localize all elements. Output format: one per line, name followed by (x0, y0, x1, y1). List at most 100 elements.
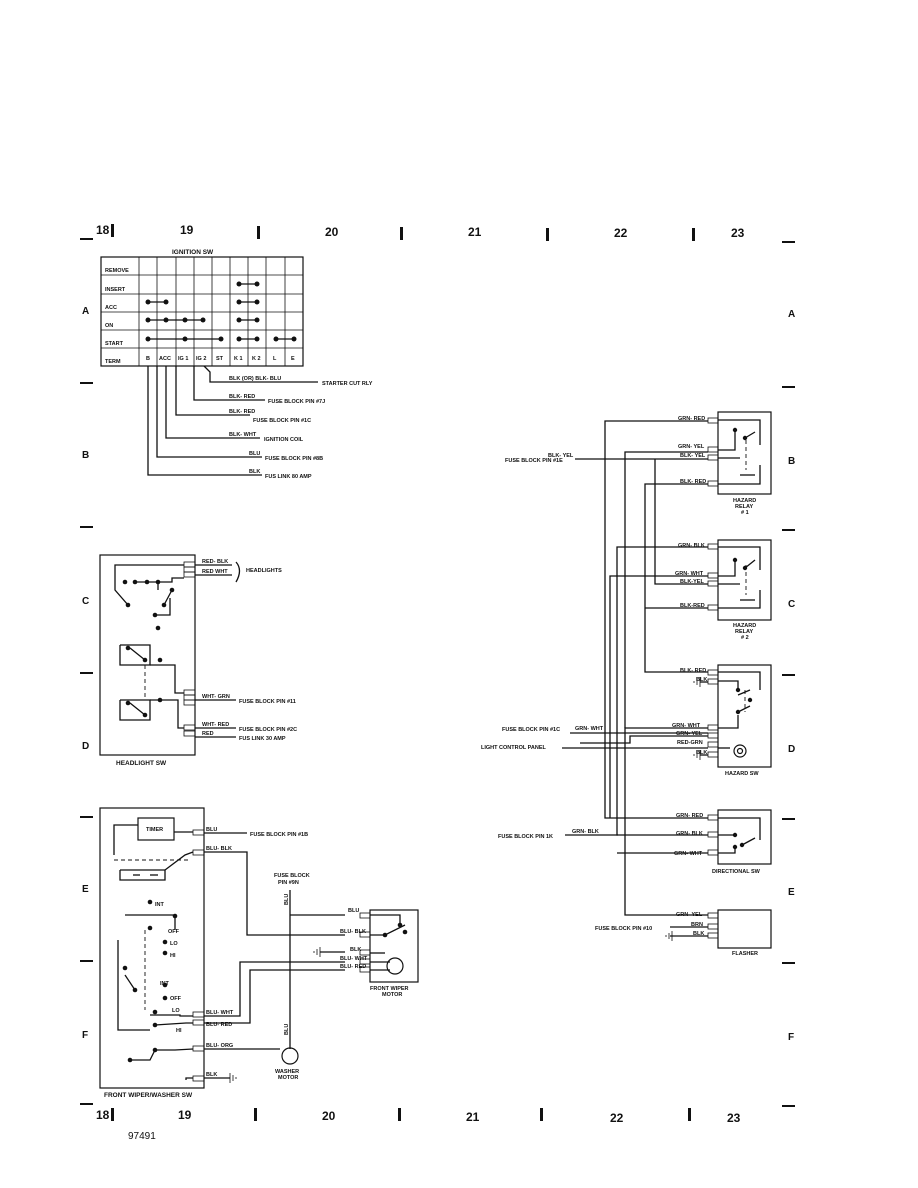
flasher-wire-1: GRN- YEL (676, 912, 703, 918)
wiper-pos-int-lower: INT (160, 981, 170, 987)
hsw-wire-4: GRN- YEL (676, 731, 703, 737)
ignition-switch-title: IGNITION SW (172, 249, 214, 256)
col-top-20: 20 (325, 225, 339, 239)
dsw-fuse-label: FUSE BLOCK PIN 1K (498, 834, 553, 840)
motor-wire-5: BLU- RED (340, 964, 366, 970)
hr1-fuse-label: FUSE BLOCK PIN #1E (505, 458, 563, 464)
term-e: E (291, 356, 295, 362)
motor-wire-3: BLK (350, 947, 361, 953)
col-top-22: 22 (614, 226, 628, 240)
directional-switch: GRN- RED GRN- BLK GRN- WHT GRN- BLK FUSE… (498, 809, 772, 875)
row-markers-right: A B C D E F (782, 241, 795, 1107)
ign-wire-5-color: BLU (249, 451, 260, 457)
col-top-18: 18 (96, 223, 110, 237)
ign-wire-3-dest: FUSE BLOCK PIN #1C (253, 418, 311, 424)
ign-wire-3-color: BLK- RED (229, 409, 255, 415)
ign-wire-2-dest: FUSE BLOCK PIN #7J (268, 399, 325, 405)
wiper-pos-hi-upper: HI (170, 953, 176, 959)
hl-wire-4-color: WHT- RED (202, 722, 229, 728)
wiper-wire-5-color: BLU- ORG (206, 1043, 233, 1049)
ignition-contacts (145, 281, 297, 342)
row-label-insert: INSERT (105, 287, 126, 293)
hazard-relay-1: GRN- RED GRN- YEL BLK- YEL BLK- RED BLK-… (505, 411, 772, 516)
hl-wire-3-color: WHT- GRN (202, 694, 230, 700)
dsw-wire-3: GRN- WHT (674, 851, 703, 857)
wiper-wire-6-color: BLK (206, 1072, 217, 1078)
flasher-title: FLASHER (732, 951, 758, 957)
right-bus-wires (562, 420, 708, 916)
wiper-fuse-label-1: FUSE BLOCK (274, 873, 310, 879)
hl-wire-2-color: RED WHT (202, 569, 228, 575)
wiper-wire-2-color: BLU- BLK (206, 846, 232, 852)
term-k2: K 2 (252, 356, 261, 362)
hsw-wire-3: GRN- WHT (672, 723, 701, 729)
motor-wire-4: BLU- WHT (340, 956, 368, 962)
col-top-19: 19 (180, 223, 194, 237)
row-right-c: C (788, 599, 795, 610)
wiper-fuse-label-2: PIN #9N (278, 880, 299, 886)
wiper-timer-label: TIMER (146, 827, 163, 833)
wiper-wire-3-color: BLU- WHT (206, 1010, 234, 1016)
hsw-wire-5: RED-GRN (677, 740, 703, 746)
row-left-f: F (82, 1030, 88, 1041)
row-right-d: D (788, 744, 795, 755)
col-top-21: 21 (468, 225, 482, 239)
col-bottom-21: 21 (466, 1110, 480, 1124)
hsw-wire-1: BLK- RED (680, 668, 706, 674)
motor-wire-1: BLU (348, 908, 359, 914)
row-label-start: START (105, 341, 124, 347)
hr2-wire-2: GRN- WHT (675, 571, 704, 577)
hsw-wire-2: BLK (696, 677, 707, 683)
term-ig2: IG 2 (196, 356, 206, 362)
dsw-wire-1: GRN- RED (676, 813, 703, 819)
figure-number: 97491 (128, 1131, 156, 1142)
ign-wire-6-dest: FUS LINK 80 AMP (265, 474, 312, 480)
wiper-motor-title-1: FRONT WIPER (370, 986, 409, 992)
wiper-wire-4-color: BLU- RED (206, 1022, 232, 1028)
front-wiper-motor: BLU BLU- BLK BLK BLU- WHT BLU- RED FRONT… (340, 908, 419, 998)
hr1-wire-4: BLK- RED (680, 479, 706, 485)
ignition-switch: IGNITION SW REMOVE INSERT ACC ON START T… (100, 249, 373, 480)
ign-wire-1-color: BLK (OR) BLK- BLU (229, 376, 281, 382)
ign-wire-4-color: BLK- WHT (229, 432, 257, 438)
hazard-relay-2: GRN- BLK GRN- WHT BLK-YEL BLK-RED HAZARD… (675, 539, 772, 641)
ign-wire-2-color: BLK- RED (229, 394, 255, 400)
wiper-motor-title-2: MOTOR (382, 992, 402, 998)
wiper-pos-lo-lower: LO (172, 1008, 180, 1014)
column-header-bottom: 18 19 20 21 22 23 (96, 1108, 741, 1125)
row-label-term: TERM (105, 359, 121, 365)
wiper-wire-1-dest: FUSE BLOCK PIN #1B (250, 832, 308, 838)
hr1-wire-1: GRN- RED (678, 416, 705, 422)
ign-wire-4-dest: IGNITION COIL (264, 437, 304, 443)
hazard-switch: BLK- RED BLK GRN- WHT GRN- YEL RED-GRN B… (481, 664, 772, 777)
hr1-title-1: HAZARD (733, 498, 756, 504)
wiper-pos-hi-lower: HI (176, 1028, 182, 1034)
motor-wire-2: BLU- BLK (340, 929, 366, 935)
term-k1: K 1 (234, 356, 243, 362)
term-b: B (146, 356, 150, 362)
hl-wire-1-color: RED- BLK (202, 559, 228, 565)
row-left-b: B (82, 450, 89, 461)
hr2-title-1: HAZARD (733, 623, 756, 629)
flasher-wire-3: BLK (693, 931, 704, 937)
term-st: ST (216, 356, 224, 362)
row-label-on: ON (105, 323, 113, 329)
row-label-acc: ACC (105, 305, 117, 311)
row-right-b: B (788, 456, 795, 467)
term-l: L (273, 356, 277, 362)
hr2-wire-4: BLK-RED (680, 603, 705, 609)
dsw-fuse-wire: GRN- BLK (572, 829, 599, 835)
wiper-pos-off-lower: OFF (170, 996, 182, 1002)
col-bottom-22: 22 (610, 1111, 624, 1125)
column-header-top: 18 19 20 21 22 23 (96, 223, 745, 241)
row-right-a: A (788, 309, 795, 320)
hr2-title-2: RELAY (735, 629, 753, 635)
headlight-switch: RED- BLK RED WHT HEADLIGHTS WHT- GRN FUS… (99, 554, 297, 767)
flasher-fuse-label: FUSE BLOCK PIN #10 (595, 926, 652, 932)
hr1-title-3: # 1 (741, 510, 749, 516)
hsw-fuse-label: FUSE BLOCK PIN #1C (502, 727, 560, 733)
hsw-fuse-wire: GRN- WHT (575, 726, 604, 732)
row-left-e: E (82, 884, 89, 895)
hl-wire-5-dest: FUS LINK 30 AMP (239, 736, 286, 742)
